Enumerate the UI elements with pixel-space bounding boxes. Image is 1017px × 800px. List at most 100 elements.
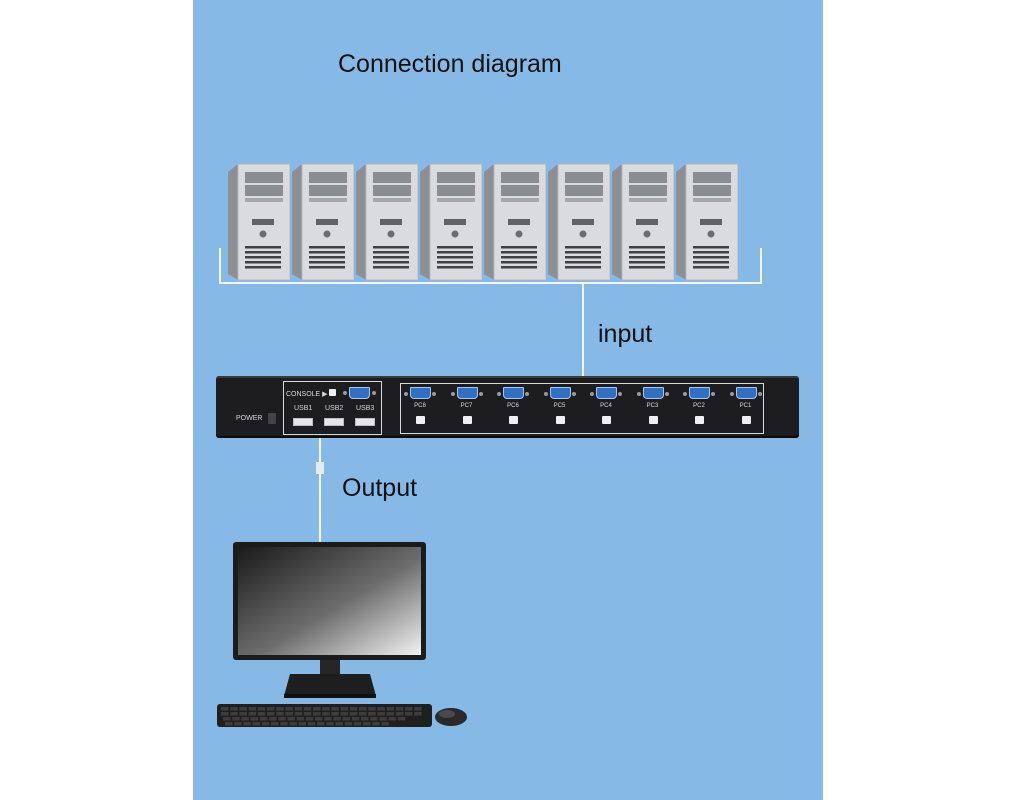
input-wire-bar bbox=[219, 282, 762, 284]
keyboard-key bbox=[261, 722, 270, 726]
keyboard-key bbox=[349, 707, 358, 711]
keyboard-key bbox=[313, 712, 321, 716]
port-screw bbox=[664, 392, 669, 396]
keyboard-key bbox=[257, 712, 266, 716]
keyboard-key bbox=[287, 717, 295, 721]
computer-tower-icon bbox=[356, 162, 419, 282]
keyboard-key bbox=[414, 707, 422, 711]
keyboard-key bbox=[221, 712, 229, 716]
vga-port bbox=[689, 387, 710, 399]
keyboard-key bbox=[257, 707, 266, 711]
keyboard-key bbox=[285, 707, 293, 711]
console-label: CONSOLE ▶ bbox=[286, 391, 328, 398]
pc-ports-frame bbox=[400, 383, 764, 434]
port-screw bbox=[404, 392, 408, 396]
keyboard-key bbox=[395, 707, 404, 711]
output-label: Output bbox=[342, 474, 418, 502]
keyboard-key bbox=[234, 722, 242, 726]
computer-tower-icon bbox=[292, 162, 355, 282]
keyboard-key bbox=[307, 722, 316, 726]
keyboard-key bbox=[317, 722, 325, 726]
keyboard-key bbox=[230, 707, 238, 711]
keyboard-key bbox=[285, 712, 293, 716]
vga-port bbox=[642, 387, 664, 399]
keyboard-key bbox=[225, 722, 233, 726]
keyboard-key bbox=[303, 707, 312, 711]
keyboard-key bbox=[252, 722, 261, 726]
console-screw-left bbox=[343, 391, 347, 395]
keyboard-key bbox=[276, 707, 284, 711]
computer-tower-icon bbox=[548, 162, 611, 282]
keyboard-key bbox=[340, 712, 349, 716]
usb-a-port bbox=[324, 418, 344, 426]
keyboard-key bbox=[342, 717, 351, 721]
keyboard-key bbox=[294, 707, 303, 711]
keyboard-key bbox=[223, 717, 231, 721]
keyboard-key bbox=[395, 712, 404, 716]
usb-a-port bbox=[293, 418, 313, 426]
keyboard-key bbox=[324, 717, 332, 721]
keyboard-key bbox=[377, 707, 385, 711]
keyboard-key bbox=[315, 717, 323, 721]
keyboard-key bbox=[243, 722, 251, 726]
port-screw bbox=[478, 392, 483, 396]
input-wire-drop bbox=[582, 282, 584, 386]
keyboard-key bbox=[363, 722, 371, 726]
keyboard-key bbox=[359, 712, 367, 716]
port-screw bbox=[729, 392, 734, 396]
keyboard-key bbox=[349, 712, 358, 716]
console-frame bbox=[283, 381, 382, 435]
vga-port bbox=[735, 387, 757, 399]
pc-port-label: PC7 bbox=[460, 403, 473, 409]
keyboard-key bbox=[372, 722, 380, 726]
keyboard-key bbox=[267, 707, 275, 711]
keyboard-key bbox=[333, 717, 341, 721]
keyboard-key bbox=[289, 722, 297, 726]
vga-port bbox=[503, 387, 524, 399]
keyboard-key bbox=[386, 712, 395, 716]
port-screw bbox=[543, 392, 548, 396]
usb-b-port bbox=[695, 416, 704, 424]
keyboard-key bbox=[267, 712, 275, 716]
pc-port-label: PC2 bbox=[693, 403, 705, 409]
usb-b-port bbox=[741, 416, 751, 424]
pc-port-label: PC8 bbox=[414, 403, 426, 409]
port-screw bbox=[683, 392, 687, 396]
usb-b-port bbox=[462, 416, 472, 424]
usb-a-port bbox=[355, 418, 375, 426]
vga-port bbox=[410, 387, 431, 399]
usb-b-port bbox=[555, 416, 565, 424]
keyboard-key bbox=[340, 707, 349, 711]
power-label: POWER bbox=[236, 415, 263, 422]
input-wire-right bbox=[760, 248, 762, 284]
port-screw bbox=[636, 392, 641, 396]
keyboard-key bbox=[294, 712, 303, 716]
keyboard-key bbox=[250, 717, 259, 721]
computer-tower-icon bbox=[676, 162, 739, 282]
computer-tower-icon bbox=[484, 162, 547, 282]
keyboard-key bbox=[377, 712, 385, 716]
usb-port-label: USB2 bbox=[325, 405, 344, 412]
pc-port-label: PC4 bbox=[600, 403, 612, 409]
pc-port-label: PC1 bbox=[739, 403, 752, 409]
vga-port bbox=[549, 387, 571, 399]
vga-port bbox=[456, 387, 478, 399]
computer-tower-icon bbox=[420, 162, 483, 282]
keyboard-key bbox=[298, 722, 307, 726]
keyboard-key bbox=[230, 712, 238, 716]
keyboard-key bbox=[271, 722, 279, 726]
port-screw bbox=[590, 392, 594, 396]
keyboard-key bbox=[331, 712, 339, 716]
keyboard-key bbox=[305, 717, 314, 721]
usb-port-label: USB3 bbox=[356, 405, 375, 412]
keyboard-key bbox=[368, 707, 376, 711]
port-screw bbox=[757, 392, 762, 396]
keyboard-key bbox=[331, 707, 339, 711]
keyboard-key bbox=[232, 717, 240, 721]
diagram-title: Connection diagram bbox=[338, 50, 562, 78]
port-screw bbox=[525, 392, 529, 396]
computer-tower-icon bbox=[228, 162, 291, 282]
console-screw-right bbox=[372, 391, 376, 395]
keyboard-key bbox=[388, 717, 397, 721]
keyboard-key bbox=[370, 717, 378, 721]
